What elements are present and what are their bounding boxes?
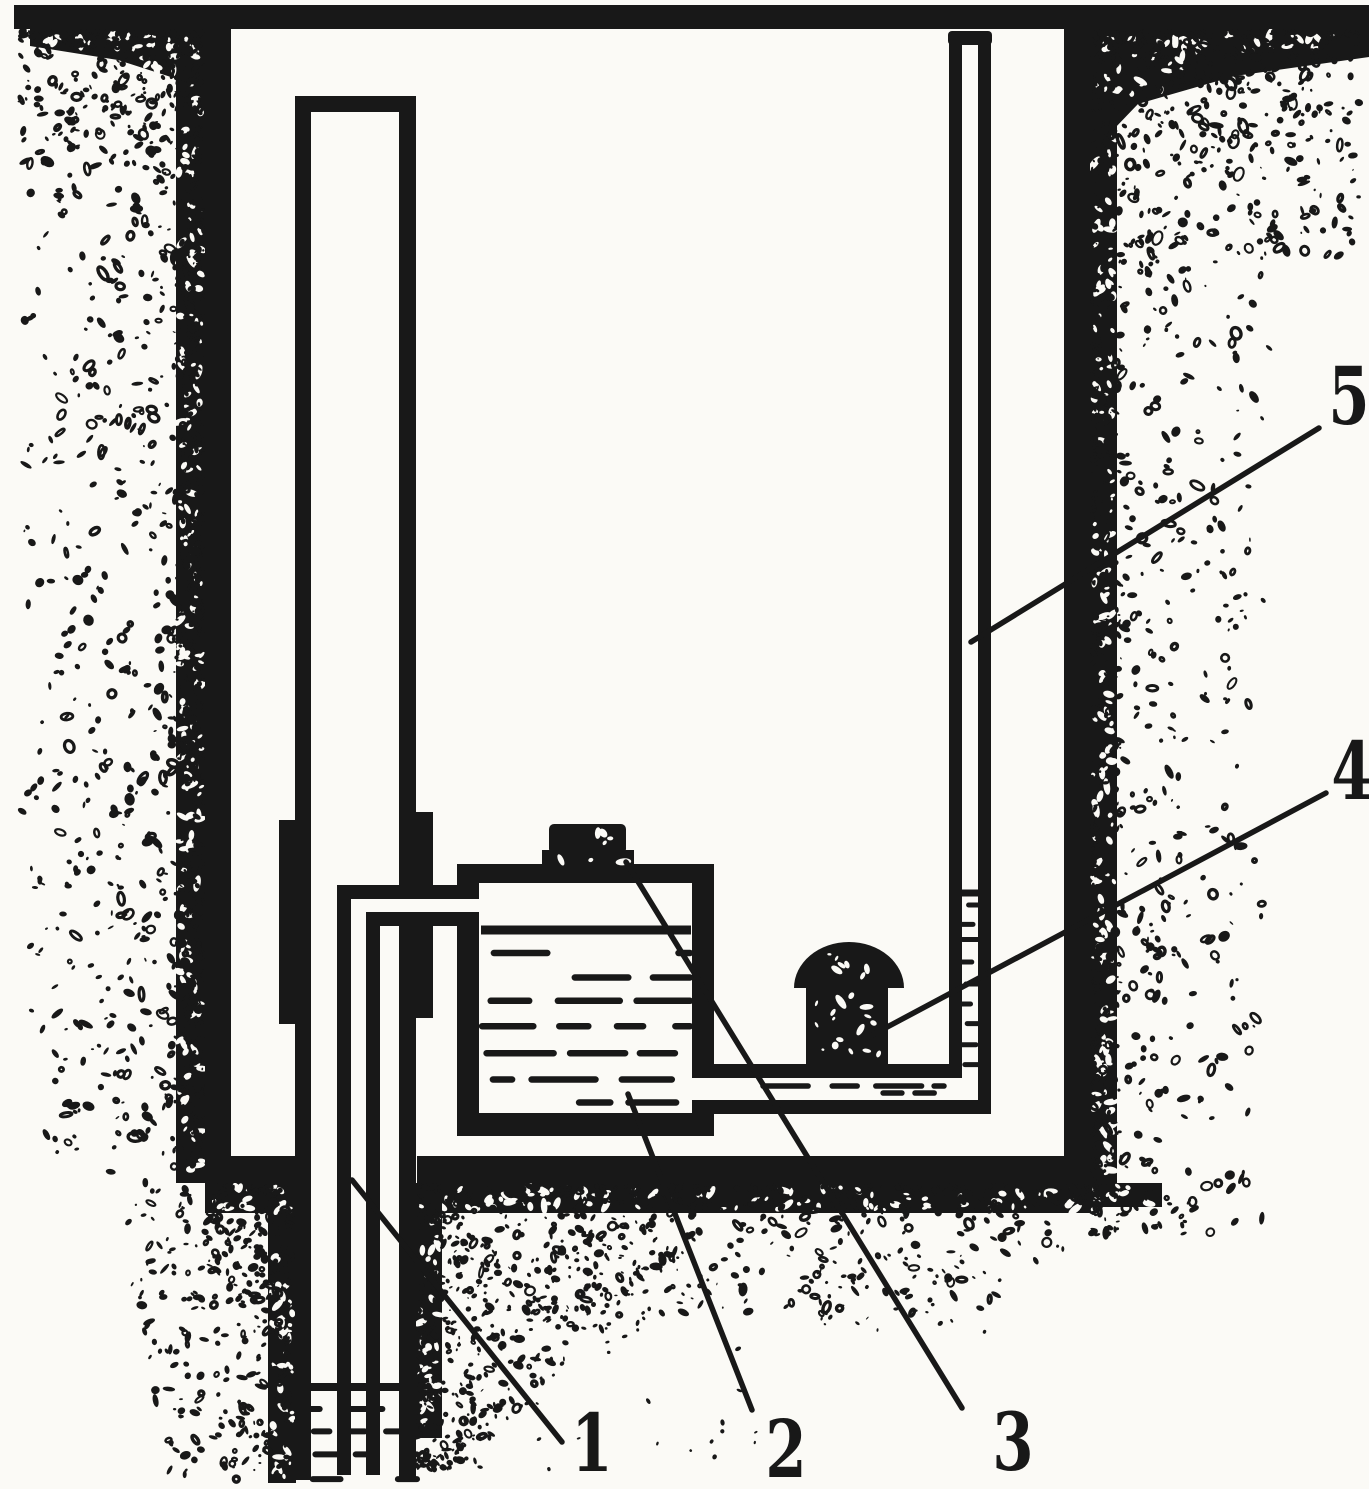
leader-line-4: [858, 790, 1329, 1044]
pit-right-wall: [1064, 27, 1090, 1183]
well-casing-pipe: [279, 96, 433, 1480]
tank-filler-cap: [542, 824, 634, 877]
tank-water-hatching: [478, 949, 694, 1106]
pit-left-wall: [205, 27, 231, 1183]
leader-line-3: [623, 859, 965, 1411]
casing-top-cap: [295, 96, 416, 112]
suction-pipe: [337, 885, 480, 1475]
leader-line-1: [349, 1177, 565, 1445]
tank-left-wall: [457, 867, 479, 1136]
suction-pipe-left-wall: [337, 885, 351, 1475]
callout-labels: 1 2 3 4 5: [571, 349, 1369, 1489]
ground-surface-line: [14, 5, 1369, 29]
discharge-pipe-water-hatching: [760, 1083, 947, 1096]
casing-left-wall: [295, 98, 311, 1480]
discharge-pipe-bore: [692, 1078, 978, 1100]
suction-pipe-bore: [351, 898, 480, 914]
tank-right-wall-upper: [692, 864, 714, 1079]
riser-pipe-right-wall: [978, 36, 991, 1114]
suction-pipe-right-wall: [366, 912, 380, 1475]
pit-floor-left-segment: [205, 1156, 297, 1183]
riser-pipe-left-wall: [949, 36, 962, 1078]
leader-line-5: [968, 425, 1322, 645]
suction-pipe-top-wall: [337, 885, 479, 899]
riser-pipe-top-cap: [948, 31, 992, 45]
callout-label-3: 3: [992, 1395, 1033, 1489]
leader-line-2: [625, 1091, 755, 1413]
callout-label-5: 5: [1328, 349, 1369, 443]
casing-coupling-left: [279, 820, 311, 1024]
tank-bottom-wall: [457, 1113, 714, 1136]
callout-label-2: 2: [765, 1402, 806, 1489]
pump-body: [806, 988, 888, 1068]
casing-right-wall: [399, 98, 416, 1480]
suction-pipe-bottom-wall: [366, 912, 479, 926]
storage-tank: [457, 864, 714, 1136]
discharge-pipe-bottom-wall: [713, 1100, 991, 1114]
callout-leaders: [349, 425, 1329, 1445]
discharge-assembly: [692, 31, 992, 1114]
well-casing-interior: [311, 113, 399, 1480]
discharge-pipe-top-wall: [713, 1064, 961, 1078]
pit-structure: [14, 5, 1369, 1183]
callout-label-4: 4: [1331, 724, 1369, 818]
riser-water-hatching: [959, 902, 981, 1068]
pump-surface-texture: [814, 953, 882, 1058]
callout-label-1: 1: [571, 1396, 612, 1489]
pit-floor-right-segment: [417, 1156, 1090, 1183]
filler-cap-head: [549, 824, 626, 854]
soil-stipple-texture: [17, 25, 1369, 1484]
